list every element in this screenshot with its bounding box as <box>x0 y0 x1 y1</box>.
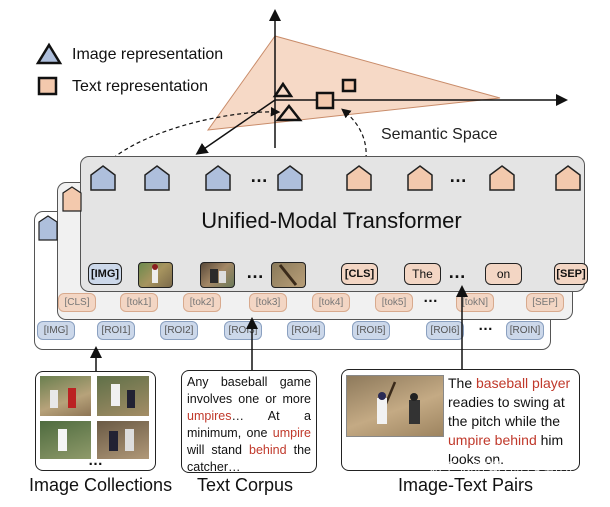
patch-3-bat <box>278 264 298 286</box>
out-pentagon-img-3 <box>205 165 231 191</box>
input-image-patch-2 <box>200 262 235 288</box>
out-pentagon-txt-1 <box>346 165 372 191</box>
input-token-img: [IMG] <box>88 263 122 285</box>
back-pentagon-blue <box>38 215 58 241</box>
image-row-token: [ROI4] <box>287 321 325 340</box>
image-row-ellipsis: … <box>478 317 494 334</box>
out-pentagon-img-2 <box>144 165 170 191</box>
corpus-highlight-umpires: umpires <box>187 409 232 423</box>
pair-part: him looks on. <box>448 432 564 467</box>
out-pentagon-txt-4 <box>555 165 581 191</box>
dashed-arrow-text <box>341 108 367 167</box>
image-row-token: [ROIN] <box>506 321 544 340</box>
input-token-the: The <box>404 263 441 285</box>
text-row-token: [tok5] <box>375 293 413 312</box>
legend-text-label: Text representation <box>72 78 209 95</box>
out-pentagon-img-4 <box>277 165 303 191</box>
text-row-ellipsis: … <box>423 289 439 306</box>
label-text-corpus: Text Corpus <box>197 475 294 495</box>
corpus-part: Any baseball game involves one or more <box>187 375 311 406</box>
legend-triangle-icon <box>35 42 63 65</box>
text-repr-square-2 <box>341 78 357 93</box>
text-row-token: [tokN] <box>456 293 494 312</box>
input-token-on: on <box>485 263 522 285</box>
label-image-collections: Image Collections <box>29 475 173 495</box>
collections-ellipsis: … <box>88 452 104 469</box>
corpus-highlight-behind: behind <box>249 443 287 457</box>
output-ellipsis-text: … <box>449 166 468 186</box>
text-row-token: [CLS] <box>58 293 96 312</box>
collection-photo-4 <box>97 421 149 459</box>
input-token-cls: [CLS] <box>341 263 378 285</box>
watermark: 知乎 @胖墩儿的梁朝伟 <box>428 460 573 476</box>
pair-highlight-umpire-behind: umpire behind <box>448 432 537 448</box>
patch-2-figure <box>210 269 226 283</box>
pair-highlight-baseball-player: baseball player <box>476 375 571 391</box>
input-ellipsis-text: … <box>448 262 467 282</box>
image-row-token: [IMG] <box>37 321 75 340</box>
pair-photo-figures <box>377 381 420 424</box>
pair-photo <box>346 375 444 437</box>
back-pentagon-peach <box>62 186 82 212</box>
corpus-part: the catcher… <box>187 443 311 474</box>
text-row-token: [tok2] <box>183 293 221 312</box>
patch-1-figure <box>152 264 158 283</box>
corpus-part: will stand <box>187 443 250 457</box>
input-token-sep: [SEP] <box>554 263 588 285</box>
semantic-space-label: Semantic Space <box>381 126 498 143</box>
text-row-token: [tok1] <box>120 293 158 312</box>
collection-photo-4-figures <box>109 429 134 451</box>
collection-photo-2 <box>97 376 149 416</box>
legend-square-icon <box>37 76 58 96</box>
axis-diagonal <box>195 99 276 155</box>
collection-photo-3 <box>40 421 91 459</box>
text-row-token: [tok4] <box>312 293 350 312</box>
out-pentagon-txt-2 <box>407 165 433 191</box>
text-corpus-box <box>181 370 317 473</box>
corpus-highlight-umpire: umpire <box>272 426 311 440</box>
legend-image-label: Image representation <box>72 46 224 63</box>
transformer-title: Unified-Modal Transformer <box>201 208 462 233</box>
label-image-text-pairs: Image-Text Pairs <box>398 475 534 495</box>
pair-part: The <box>448 375 477 391</box>
collection-photo-3-figures <box>58 429 67 451</box>
image-row-token: [ROI6] <box>426 321 464 340</box>
input-image-patch-3 <box>271 262 306 288</box>
text-row-token: [tok3] <box>249 293 287 312</box>
collection-photo-2-figures <box>111 384 135 408</box>
collection-photo-1 <box>40 376 91 416</box>
image-row-token: [ROI5] <box>352 321 390 340</box>
pair-caption: The baseball player readies to swing at … <box>448 374 576 469</box>
image-row-token: [ROI2] <box>160 321 198 340</box>
out-pentagon-img-1 <box>90 165 116 191</box>
input-ellipsis-image: … <box>246 262 265 282</box>
image-repr-triangle-2 <box>275 103 303 122</box>
output-ellipsis-image: … <box>250 166 269 186</box>
text-row-token: [SEP] <box>526 293 564 312</box>
collection-photo-1-figures <box>50 388 76 408</box>
text-corpus-content: Any baseball game involves one or more u… <box>187 374 311 476</box>
corpus-part: … At a minimum, one <box>187 409 311 440</box>
image-repr-triangle-1 <box>272 81 294 98</box>
input-image-patch-1 <box>138 262 173 288</box>
out-pentagon-txt-3 <box>489 165 515 191</box>
pair-part: readies to swing at the pitch while the <box>448 394 565 429</box>
text-repr-square-1 <box>315 91 335 110</box>
image-row-token: [ROI1] <box>97 321 135 340</box>
